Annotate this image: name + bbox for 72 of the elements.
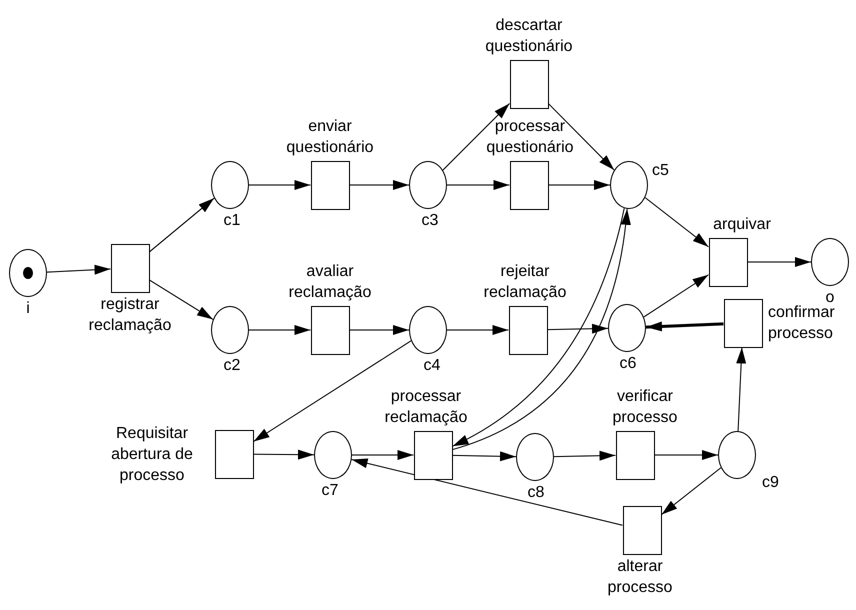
transition-box [616,430,654,480]
transition-box [708,238,748,286]
arrow [351,458,623,526]
arrow [349,325,410,335]
transition-box [622,506,662,554]
place-label: c6 [620,354,636,374]
arrow [248,325,311,335]
place-label: c7 [322,481,338,501]
place-label: c2 [224,356,240,376]
arrow [548,103,615,170]
place-circle [718,431,756,479]
arrow [654,450,718,460]
arrow [253,340,412,442]
place-circle [610,161,648,209]
place-circle [314,431,352,479]
transition-label: processar questionário [485,116,575,158]
arrow [446,180,510,190]
transition-label: verificar processo [612,386,678,428]
place-circle [608,304,646,352]
place-circle [409,161,447,209]
place-label: c5 [652,161,669,181]
transition-label: processar reclamação [384,386,468,428]
arrow [149,198,215,252]
transition-label: rejeitar reclamação [482,262,568,302]
place-circle [811,238,849,286]
arrow [452,451,516,462]
arrow [747,257,812,267]
place-circle [409,306,447,354]
arrow [446,325,509,335]
transition-box [510,60,548,108]
transition-label: descartar questionário [484,16,574,56]
arrow [644,197,709,248]
arrow [149,280,214,320]
transition-label: arquivar [712,214,772,234]
arrow [349,180,410,190]
transition-label: confirmar processo [768,303,836,344]
place-label: c4 [424,356,440,376]
transition-label: Requisitar abertura de processo [110,424,194,486]
transition-label: avaliar reclamação [288,262,372,302]
place-label: c9 [762,473,779,493]
arrow [253,450,314,460]
arrow [547,324,608,334]
place-label: o [826,288,834,306]
transition-label: registrar reclamação [88,294,172,336]
transition-box [510,160,548,210]
place-label: i [26,299,30,319]
transition-label: enviar questionário [285,116,375,158]
transition-box [724,298,762,348]
place-circle [516,433,554,481]
transition-box [214,430,254,478]
place-label: c1 [224,211,240,231]
place-circle [9,249,47,297]
arrow [661,467,722,516]
place-circle [211,161,249,209]
arrow [643,274,709,318]
place-label: c3 [422,211,438,231]
arrow [46,264,111,275]
transition-box [310,306,350,354]
place-circle [211,306,249,354]
arrow [646,322,724,332]
arrow [548,180,610,190]
transition-box [414,430,452,480]
arrow [554,450,616,461]
arrow [442,103,510,171]
transition-box [310,160,350,210]
transition-box [110,244,150,292]
transition-box [508,306,548,354]
arrow [736,347,746,432]
transition-label: alterar processo [606,556,674,598]
place-label: c8 [528,483,544,503]
arrow [352,450,414,460]
arrow [248,180,311,190]
